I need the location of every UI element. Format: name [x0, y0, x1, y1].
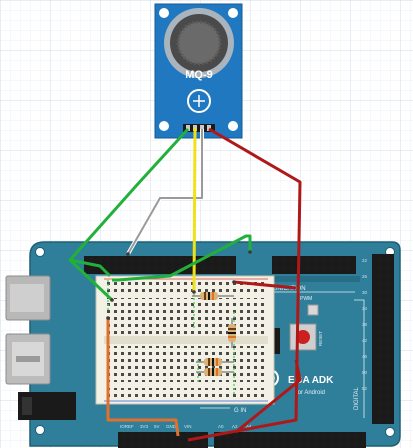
red-wire	[233, 280, 297, 290]
svg-text:34: 34	[362, 306, 368, 311]
pwm-label: PWM	[300, 296, 312, 302]
svg-text:38: 38	[362, 322, 368, 327]
reset-button	[289, 323, 317, 351]
svg-text:A0: A0	[218, 424, 224, 429]
communication-label: MUNICATION	[268, 286, 306, 292]
svg-text:VIN: VIN	[184, 424, 192, 429]
svg-text:50: 50	[362, 370, 368, 375]
svg-text:GND: GND	[166, 424, 177, 429]
svg-text:52: 52	[362, 386, 368, 391]
wire-end-markers	[106, 250, 252, 320]
svg-text:26: 26	[362, 274, 368, 279]
resistor	[196, 358, 234, 366]
orange-wire	[106, 318, 180, 437]
analog-label: G IN	[234, 408, 246, 414]
svg-text:46: 46	[362, 354, 368, 359]
digital-label: DIGITAL	[354, 386, 360, 410]
svg-text:A4: A4	[246, 424, 252, 429]
green-wire	[69, 258, 112, 278]
svg-text:5V: 5V	[154, 424, 160, 429]
mq9-sensor-module	[154, 3, 243, 139]
green-wire	[112, 234, 252, 282]
red-wire	[235, 359, 302, 434]
svg-text:A2: A2	[232, 424, 238, 429]
svg-text:42: 42	[362, 338, 368, 343]
svg-text:3V3: 3V3	[140, 424, 149, 429]
breadboard	[95, 275, 275, 405]
red-wire	[187, 127, 302, 442]
resistor	[228, 318, 236, 348]
svg-text:30: 30	[362, 290, 368, 295]
board-brand-text: EGA ADK	[288, 375, 334, 386]
sensor-name-label: MQ-9	[185, 69, 213, 81]
svg-text:IOREF: IOREF	[120, 424, 134, 429]
resistor	[196, 368, 234, 376]
yellow-wire	[192, 127, 197, 294]
reset-label: RESET	[318, 331, 323, 346]
resistor	[192, 292, 234, 300]
svg-text:22: 22	[362, 258, 368, 263]
board-brand-sub: for Android	[296, 390, 325, 396]
green-wire	[68, 127, 190, 302]
